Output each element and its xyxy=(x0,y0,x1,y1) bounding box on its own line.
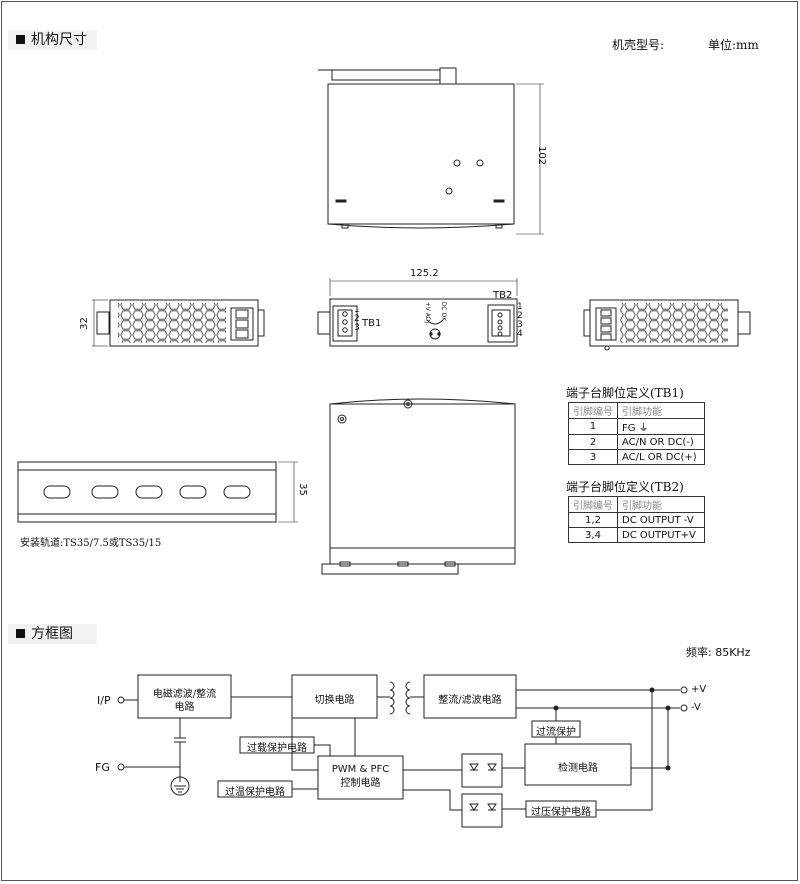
tb2-label: TB2 xyxy=(493,290,513,301)
back-view xyxy=(321,398,516,575)
tb2-title: 端子台脚位定义(TB2) xyxy=(566,480,684,494)
pv-label: +V xyxy=(691,684,707,695)
left-end-view xyxy=(92,299,265,347)
detect-label: 检测电路 xyxy=(558,763,598,774)
table-header-row: 引脚编号引脚功能 xyxy=(568,496,705,513)
emi-line: 电磁滤波/整流 xyxy=(152,689,217,700)
nv-label: -V xyxy=(691,702,701,713)
block-section-header: 方框图 xyxy=(8,624,97,644)
table-cell: AC/L OR DC(+) xyxy=(617,449,705,465)
mechanical-section-header: 机构尺寸 xyxy=(8,30,97,50)
tb2-pin: 3 xyxy=(517,320,523,330)
tb2-pin: 1 xyxy=(517,302,523,312)
otp-label: 过温保护电路 xyxy=(225,787,285,798)
ip-label: I/P xyxy=(97,694,111,707)
bullet-square-icon xyxy=(16,35,25,44)
freq-label: 频率: 85KHz xyxy=(686,646,751,659)
bullet-square-icon xyxy=(16,629,25,638)
right-end-view xyxy=(583,299,751,351)
mechanical-title: 机构尺寸 xyxy=(31,32,87,48)
din-rail-drawing xyxy=(17,461,298,523)
block-title: 方框图 xyxy=(31,626,73,642)
emi-label: 电磁滤波/整流电路 xyxy=(138,688,231,714)
pwm-label: PWM & PFC 控制电路 xyxy=(318,763,403,791)
tb1-pin: 3 xyxy=(354,323,360,333)
tb1-label: TB1 xyxy=(362,318,382,329)
table-cell: DC OUTPUT+V xyxy=(617,527,705,543)
olp-label: 过载保护电路 xyxy=(247,743,307,754)
tb1-pin: 1 xyxy=(354,305,360,315)
unit-label: 单位:mm xyxy=(708,38,759,52)
table-cell: 3,4 xyxy=(568,527,618,543)
front-view xyxy=(318,67,544,235)
tb1-title: 端子台脚位定义(TB1) xyxy=(566,386,684,400)
emi-line: 电路 xyxy=(174,702,195,713)
fg-label: FG xyxy=(95,761,110,774)
rail-label: 安装轨道:TS35/7.5或TS35/15 xyxy=(20,538,162,549)
tb1-pin: 2 xyxy=(354,314,360,324)
tb2-pin: 4 xyxy=(517,329,523,339)
top-view xyxy=(317,278,518,347)
switch-label: 切换电路 xyxy=(314,695,355,706)
case-label: 机壳型号: xyxy=(612,38,665,52)
ocp-label: 过流保护 xyxy=(536,727,576,738)
detect-box xyxy=(524,743,632,786)
pwm-line: 控制电路 xyxy=(340,778,381,789)
pwm-line: PWM & PFC xyxy=(331,764,390,775)
rect-label: 整流/滤波电路 xyxy=(438,695,502,706)
tb2-pin: 2 xyxy=(517,311,523,321)
dim-width: 125.2 xyxy=(410,268,439,279)
pwm-box xyxy=(317,755,404,800)
ovp-label: 过压保护电路 xyxy=(531,807,591,818)
